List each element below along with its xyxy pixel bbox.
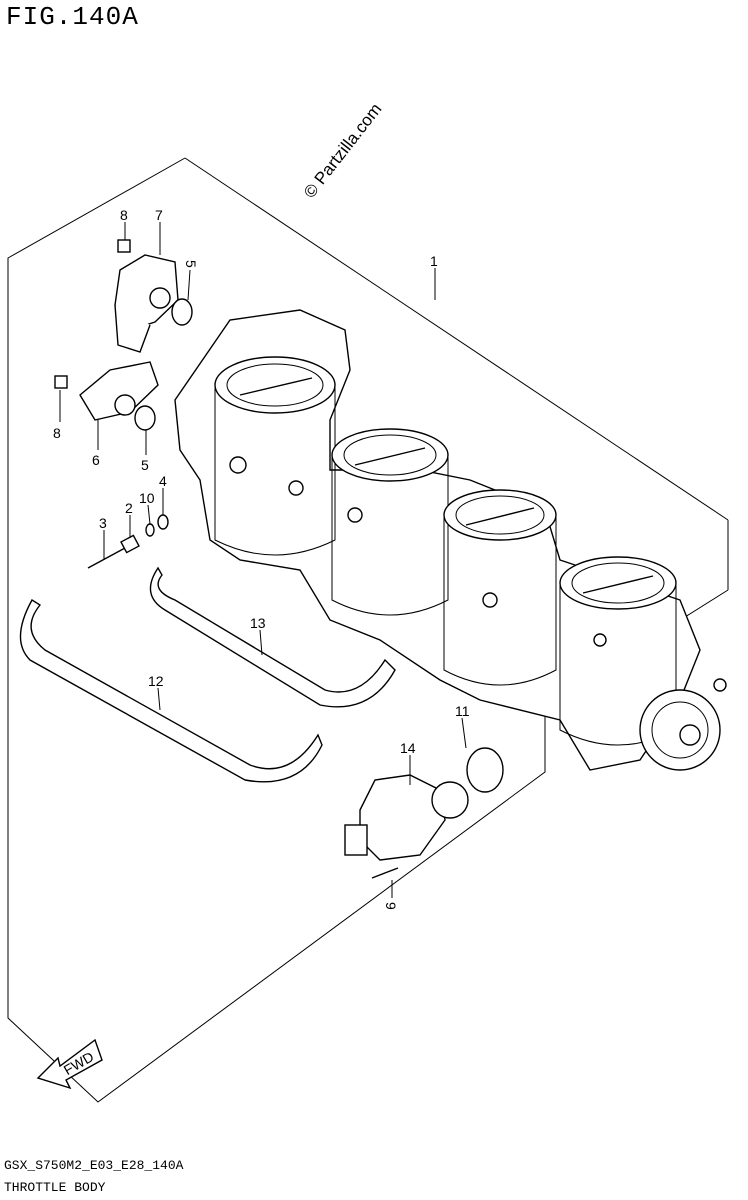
callout-7: 7 [155,207,163,223]
callout-10: 10 [139,490,155,506]
spring-2 [120,534,140,554]
figure-title: FIG.140A [6,2,139,32]
bore-4 [559,556,677,610]
oring-4 [157,514,169,530]
callouts: 1 7 8 5 8 6 5 4 10 2 3 13 12 11 14 9 [53,207,470,910]
screw-9 [371,867,399,879]
throttle-body-group [174,309,727,771]
callout-6: 6 [92,452,100,468]
callout-12: 12 [148,673,164,689]
leader-lines [59,222,467,898]
callout-5: 5 [183,260,199,268]
screw-3 [87,547,126,569]
callout-8: 8 [53,425,61,441]
callout-9: 9 [383,902,399,910]
assembly-outline-top [184,157,729,521]
isc-valve [344,747,504,879]
callout-2: 2 [125,500,133,516]
sensor-lower [54,361,159,431]
callout-8: 8 [120,207,128,223]
callout-4: 4 [159,473,167,489]
oring-11 [466,747,504,793]
screw-8-upper [117,239,131,253]
fwd-arrow: FWD [36,1038,103,1090]
hose-13 [149,566,396,708]
bore-2 [331,428,449,482]
bore-1 [214,356,336,414]
callout-14: 14 [400,740,416,756]
callout-13: 13 [250,615,266,631]
callout-11: 11 [455,703,470,719]
fwd-arrow-icon [36,1038,103,1090]
screw-8-lower [54,375,68,389]
figure-code: GSX_S750M2_E03_E28_140A [4,1158,184,1173]
callout-1: 1 [430,253,438,269]
washer-10 [145,523,155,537]
bore-3 [443,489,557,541]
hose-12 [19,599,323,783]
callout-3: 3 [99,515,107,531]
isc-connector [344,824,368,856]
oring-5-upper [171,298,193,326]
callout-5: 5 [141,457,149,473]
oring-5-lower [134,405,156,431]
figure-caption: THROTTLE BODY [4,1180,106,1195]
sensor-upper [114,239,193,353]
